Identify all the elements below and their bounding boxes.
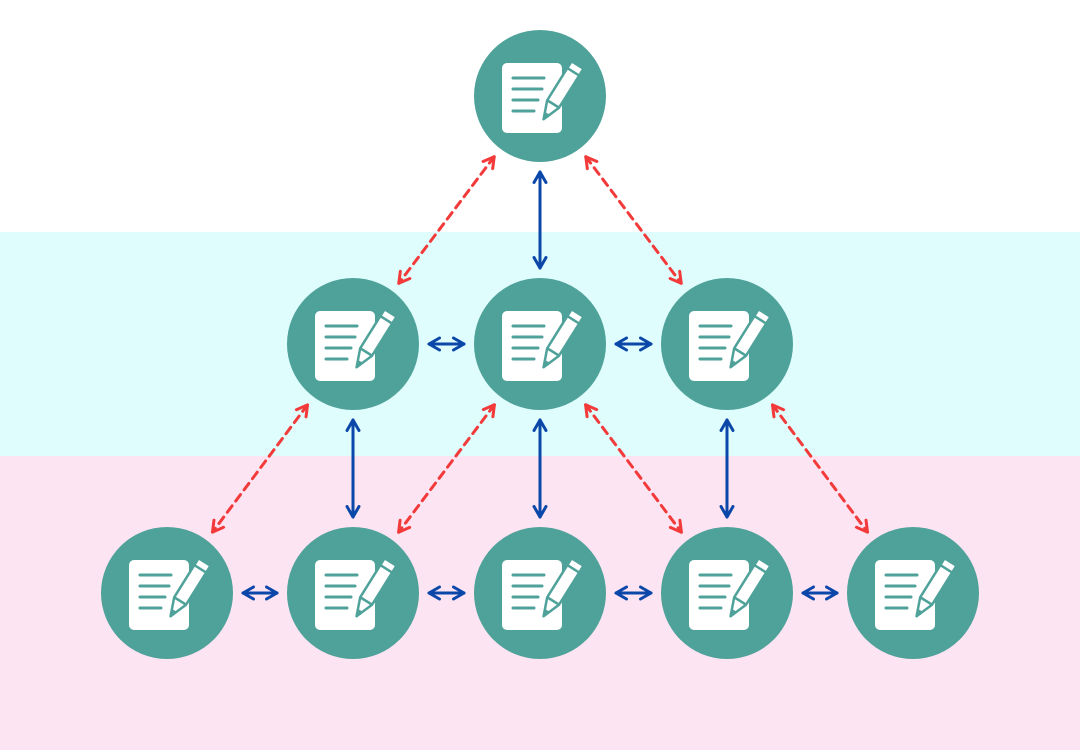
dashed-arrow-mid-left-to-bottom-1 bbox=[211, 403, 309, 534]
node-bottom-4 bbox=[661, 527, 793, 659]
document-edit-icon bbox=[502, 557, 585, 630]
edges-layer bbox=[211, 155, 869, 601]
document-edit-icon bbox=[315, 557, 398, 630]
node-bottom-2 bbox=[287, 527, 419, 659]
dashed-arrow-mid-center-to-bottom-2 bbox=[397, 403, 496, 534]
node-top bbox=[474, 30, 606, 162]
nodes-layer bbox=[101, 30, 979, 659]
document-edit-icon bbox=[689, 557, 772, 630]
dashed-arrow-top-to-mid-left bbox=[397, 155, 496, 285]
node-bottom-1 bbox=[101, 527, 233, 659]
document-edit-icon bbox=[502, 60, 585, 133]
dashed-arrow-mid-center-to-bottom-4 bbox=[584, 403, 683, 534]
node-bottom-3 bbox=[474, 527, 606, 659]
document-edit-icon bbox=[875, 557, 958, 630]
dashed-arrow-top-to-mid-right bbox=[584, 155, 683, 285]
node-mid-right bbox=[661, 278, 793, 410]
document-edit-icon bbox=[129, 557, 212, 630]
dashed-arrow-mid-right-to-bottom-5 bbox=[771, 403, 869, 534]
document-edit-icon bbox=[502, 308, 585, 381]
node-mid-left bbox=[287, 278, 419, 410]
node-mid-center bbox=[474, 278, 606, 410]
document-edit-icon bbox=[315, 308, 398, 381]
document-edit-icon bbox=[689, 308, 772, 381]
node-bottom-5 bbox=[847, 527, 979, 659]
